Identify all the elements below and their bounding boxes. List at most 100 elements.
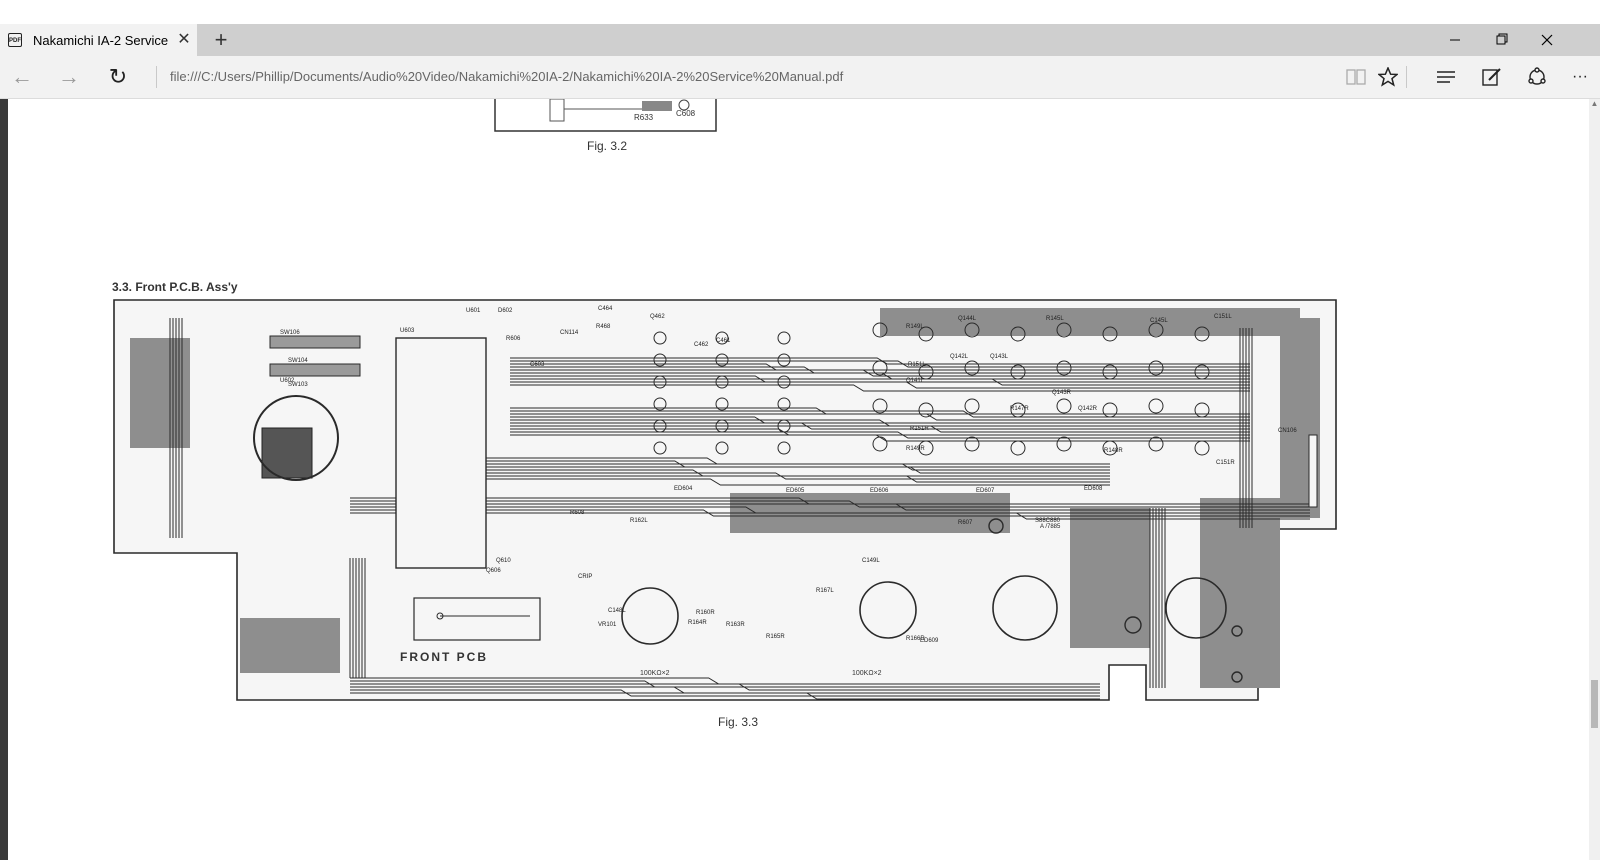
pcb-label: R149L [906, 324, 924, 330]
pcb-transistor [918, 440, 934, 456]
pcb-transistor [1148, 360, 1164, 376]
pcb-label: CN106 [1278, 428, 1297, 434]
navigation-bar: ← → ↻ file:///C:/Users/Phillip/Documents… [0, 56, 1600, 99]
pcb-label: R147R [1010, 406, 1029, 412]
pcb-crip-3 [1231, 625, 1243, 637]
pcb-trace [470, 466, 1110, 474]
pen-note-icon [1482, 68, 1501, 86]
pcb-transistor [715, 331, 729, 345]
pcb-transistor [1056, 436, 1072, 452]
pcb-label: C151L [1214, 314, 1232, 320]
pcb-transistor [1010, 326, 1026, 342]
pcb-trace [350, 686, 1100, 694]
pcb-trace [470, 475, 1110, 483]
pcb-label: Q143L [990, 354, 1009, 360]
viewer-left-edge [0, 99, 8, 860]
refresh-button[interactable]: ↻ [108, 64, 128, 89]
pcb-label: ED607 [976, 488, 995, 494]
pcb-label: D602 [498, 308, 513, 314]
front-pcb-diagram [113, 299, 1337, 701]
pcb-transistor [653, 441, 667, 455]
pcb-label: Q606 [486, 568, 501, 574]
pcb-label: Q142L [950, 354, 969, 360]
tab-active[interactable]: PDF Nakamichi IA-2 Service ✕ [0, 24, 197, 56]
pcb-label: C462 [694, 342, 709, 348]
pcb-transistor [1102, 326, 1118, 342]
pcb-trace [350, 677, 1100, 685]
figure-3-2-diagram [494, 98, 717, 132]
reading-view-button[interactable] [1338, 56, 1374, 98]
pcb-trace [350, 506, 1310, 514]
pcb-trace [510, 381, 1250, 389]
pcb-transistor [653, 419, 667, 433]
pcb-transistor [715, 441, 729, 455]
figure-3-3-caption: Fig. 3.3 [718, 715, 759, 729]
pcb-ic-u603 [269, 363, 361, 377]
pcb-label: C148L [608, 608, 626, 614]
pdf-viewer[interactable]: R633 C608 Fig. 3.2 3.3. Front P.C.B. Ass… [0, 98, 1600, 860]
hub-button[interactable] [1428, 56, 1464, 98]
pcb-transistor [872, 436, 888, 452]
close-icon [1541, 34, 1553, 46]
pcb-transistor [964, 436, 980, 452]
web-note-button[interactable] [1474, 56, 1510, 98]
more-button[interactable]: ··· [1572, 68, 1588, 85]
pcb-label: SW104 [288, 358, 308, 364]
tab-strip [0, 24, 1600, 56]
restore-button[interactable] [1478, 24, 1524, 56]
pdf-icon: PDF [8, 33, 22, 47]
pcb-transistor [918, 326, 934, 342]
pcb-trace [510, 384, 1250, 392]
pcb-transistor [964, 322, 980, 338]
pcb-label-r633: R633 [634, 113, 654, 122]
pcb-trace [510, 425, 1250, 433]
pcb-trace [470, 457, 1110, 465]
pcb-label: C149L [862, 558, 880, 564]
pcb-label: R165R [766, 634, 785, 640]
pcb-trace [470, 478, 1110, 486]
address-bar[interactable]: file:///C:/Users/Phillip/Documents/Audio… [170, 69, 844, 84]
pcb-label: CRIP [578, 574, 593, 580]
share-button[interactable] [1519, 56, 1555, 98]
pcb-square-component [261, 427, 313, 479]
pcb-transistor [653, 331, 667, 345]
scroll-up-arrow-icon[interactable]: ▲ [1590, 99, 1599, 108]
pcb-transistor [715, 353, 729, 367]
star-icon [1377, 66, 1399, 87]
pcb-trace [510, 372, 1250, 380]
restore-icon [1496, 33, 1508, 45]
pcb-pot-3 [992, 575, 1058, 641]
pcb-label: Q462 [650, 314, 665, 320]
minimize-button[interactable] [1432, 24, 1478, 56]
pcb-transistor [653, 397, 667, 411]
pcb-ring-component [253, 395, 339, 481]
pcb-trace [350, 503, 1310, 511]
pcb-crip-4 [1231, 671, 1243, 683]
pcb-label: R166R [906, 636, 925, 642]
back-button[interactable]: ← [11, 64, 33, 89]
tab-close-icon[interactable]: ✕ [177, 31, 191, 48]
vertical-scrollbar[interactable]: ▲ [1589, 99, 1600, 860]
pcb-transistor [964, 360, 980, 376]
pcb-label: CN114 [560, 330, 579, 336]
favorite-button[interactable] [1370, 56, 1406, 98]
pcb-ic-u601 [395, 337, 487, 569]
pcb-trace [510, 360, 1250, 368]
scroll-thumb[interactable] [1591, 680, 1598, 728]
pcb-transistor [1010, 364, 1026, 380]
pcb-trace [350, 692, 1100, 700]
pcb-transistor [1102, 402, 1118, 418]
new-tab-button[interactable]: + [214, 27, 228, 52]
share-icon [1528, 67, 1546, 85]
pcb-bottom-label-2: 100KΩ×2 [852, 670, 882, 677]
pcb-label: A /7885 [1040, 524, 1061, 530]
pcb-transistor [1102, 440, 1118, 456]
forward-button[interactable]: → [58, 64, 80, 89]
pcb-label: SW103 [288, 382, 308, 388]
pcb-transistor [715, 397, 729, 411]
pcb-label: C603 [530, 362, 545, 368]
pcb-transistor [1056, 322, 1072, 338]
close-window-button[interactable] [1524, 24, 1570, 56]
pcb-label: U602 [280, 378, 295, 384]
